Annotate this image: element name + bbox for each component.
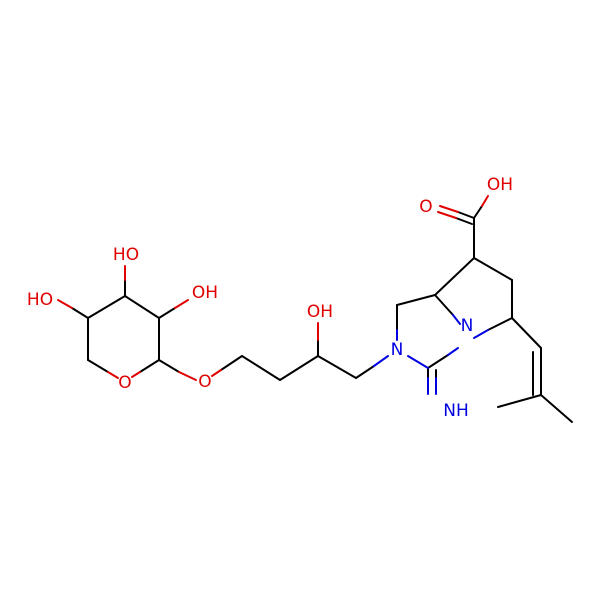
sugar-hydroxyl-left-label: HO <box>27 290 53 310</box>
sugar-hydroxyl-top-label: HO <box>113 245 139 265</box>
acid-carbonyl-oxygen-label: O <box>419 197 432 217</box>
bond <box>139 359 160 373</box>
bond <box>473 205 483 219</box>
bond <box>511 317 542 349</box>
bond <box>158 307 176 319</box>
acid-hydroxyl-label: OH <box>487 175 513 195</box>
bond <box>473 257 513 281</box>
bond <box>174 299 189 309</box>
bond <box>434 257 475 296</box>
ether-oxygen-label: O <box>198 372 211 392</box>
bond <box>220 355 243 371</box>
side-chain-hydroxyl-label: OH <box>307 302 333 322</box>
bond <box>452 314 461 325</box>
bond <box>317 355 357 379</box>
ring-nitrogen-label: N <box>391 340 404 360</box>
bond <box>455 217 473 225</box>
bond <box>497 394 542 408</box>
bond <box>473 329 489 339</box>
sugar-hydroxyl-right-label: OH <box>192 283 218 303</box>
bond <box>87 359 109 373</box>
bond <box>447 347 459 356</box>
bond <box>540 394 573 423</box>
oxygen-bonds <box>57 195 489 381</box>
imine-nh-label: NH <box>443 401 469 421</box>
bond <box>87 295 126 319</box>
bridgehead-nitrogen-label: N <box>461 316 474 336</box>
bond <box>434 294 454 316</box>
bond <box>373 355 389 367</box>
bond <box>457 211 475 219</box>
bond <box>407 355 429 369</box>
bond <box>241 355 281 381</box>
bond <box>437 211 457 219</box>
bond <box>107 371 119 379</box>
bond <box>439 205 459 213</box>
bond <box>124 295 160 319</box>
bond <box>211 369 222 377</box>
bond <box>481 195 489 207</box>
bond <box>355 365 375 379</box>
bond <box>178 371 197 381</box>
nitrogen-bonds <box>373 314 489 395</box>
ring-oxygen-label: O <box>118 373 131 393</box>
carbon-skeleton <box>71 205 573 423</box>
bond <box>158 359 180 373</box>
bond <box>71 307 89 319</box>
bond <box>396 294 436 306</box>
bond <box>427 354 449 369</box>
bond <box>279 355 319 381</box>
bond <box>57 299 73 309</box>
bond <box>131 371 141 378</box>
bond <box>487 317 513 331</box>
